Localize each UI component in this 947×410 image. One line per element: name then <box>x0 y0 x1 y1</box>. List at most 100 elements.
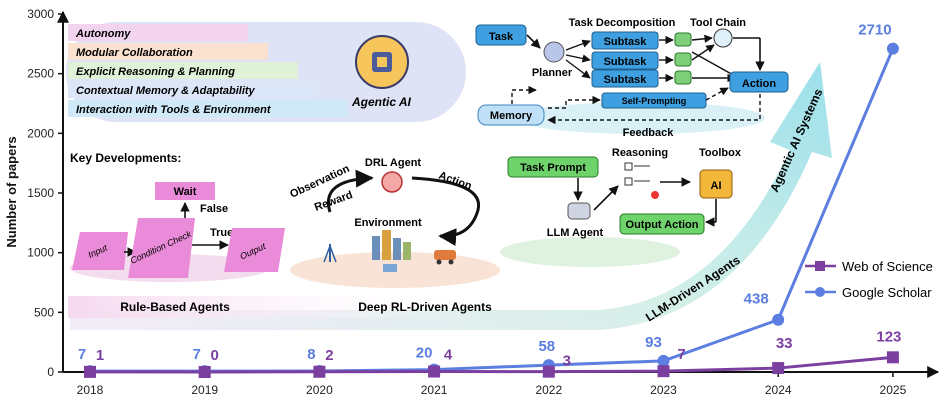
agentic-head-icon <box>355 35 409 89</box>
point-web-of-science <box>84 365 96 378</box>
llm-flow: Task Prompt LLM Agent Reasoning Toolbox … <box>507 147 743 324</box>
label-google-scholar: 58 <box>538 338 555 355</box>
svg-text:Subtask: Subtask <box>604 74 648 86</box>
rule-based-flow: Wait False Input Condition Check True Ou… <box>72 182 285 314</box>
self-prompting-box <box>601 92 707 109</box>
x-tick-label: 2018 <box>77 383 104 397</box>
svg-text:Wait: Wait <box>174 186 197 198</box>
label-google-scholar: 8 <box>307 346 315 363</box>
feature-modular: Modular Collaboration <box>76 47 193 59</box>
label-web-of-science: 2 <box>325 347 333 364</box>
rule-era-label: Rule-Based Agents <box>120 300 230 314</box>
label-web-of-science: 33 <box>776 335 793 352</box>
agentic-ellipse <box>515 102 765 134</box>
legend-gs-label: Google Scholar <box>842 285 932 300</box>
subtask-box-2 <box>591 51 659 70</box>
memory-box <box>477 104 545 126</box>
task-box <box>475 24 527 46</box>
x-tick-label: 2025 <box>880 383 907 397</box>
agentic-features: Autonomy Modular Collaboration Explicit … <box>66 22 466 122</box>
point-web-of-science <box>542 365 555 378</box>
svg-text:Environment: Environment <box>354 217 422 229</box>
label-web-of-science: 3 <box>563 353 571 370</box>
x-tick-label: 2021 <box>421 383 448 397</box>
point-google-scholar <box>886 42 899 55</box>
svg-text:Reasoning: Reasoning <box>612 147 668 159</box>
point-web-of-science <box>886 351 899 364</box>
llm-ellipse <box>500 237 680 267</box>
svg-text:Tool Chain: Tool Chain <box>690 17 746 29</box>
label-google-scholar: 20 <box>416 345 433 362</box>
svg-text:Task: Task <box>489 31 514 43</box>
input-box <box>72 232 128 270</box>
rule-era-band <box>68 296 488 318</box>
label-google-scholar: 7 <box>193 346 201 363</box>
output-action-box <box>619 213 705 235</box>
llm-robot-icon <box>567 202 591 220</box>
svg-text:Subtask: Subtask <box>604 56 648 68</box>
point-web-of-science <box>428 365 441 378</box>
planner-icon <box>543 41 565 63</box>
x-tick-label: 2024 <box>765 383 792 397</box>
wait-box <box>155 182 215 200</box>
svg-text:LLM Agent: LLM Agent <box>547 227 604 239</box>
y-axis-label: Number of papers <box>4 136 19 247</box>
x-tick-label: 2022 <box>535 383 562 397</box>
y-tick-label: 1000 <box>27 246 54 260</box>
svg-text:Self-Prompting: Self-Prompting <box>622 96 687 106</box>
city-icon <box>372 230 411 260</box>
drl-era-label: Deep RL-Driven Agents <box>358 300 492 314</box>
point-google-scholar <box>657 354 670 367</box>
svg-text:Action: Action <box>742 78 777 90</box>
svg-text:DRL Agent: DRL Agent <box>365 157 422 169</box>
svg-text:False: False <box>200 203 228 215</box>
svg-text:Task Decomposition: Task Decomposition <box>569 17 676 29</box>
agentic-ai-label: Agentic AI <box>351 95 412 109</box>
tool-chain-icon <box>713 28 733 48</box>
feature-tools: Interaction with Tools & Environment <box>76 104 272 116</box>
label-web-of-science: 7 <box>677 346 685 363</box>
label-google-scholar: 93 <box>645 334 662 351</box>
svg-text:Planner: Planner <box>532 67 573 79</box>
condition-box <box>128 218 195 278</box>
feature-reasoning: Explicit Reasoning & Planning <box>76 66 235 78</box>
y-tick-label: 0 <box>47 365 54 379</box>
legend-gs-marker <box>815 287 825 297</box>
legend-wos-label: Web of Science <box>842 259 933 274</box>
toolbox-icon <box>699 169 733 199</box>
output-box <box>224 228 285 272</box>
key-developments: Key Developments: <box>70 151 181 165</box>
drl-agent-icon <box>381 171 403 193</box>
svg-text:Task Prompt: Task Prompt <box>520 162 586 174</box>
tower-icon <box>323 243 337 263</box>
label-web-of-science: 1 <box>96 347 104 364</box>
point-google-scholar <box>772 313 785 326</box>
legend: Web of Science Google Scholar <box>805 259 933 300</box>
laptop-icon <box>383 264 397 272</box>
svg-text:Memory: Memory <box>490 110 533 122</box>
point-web-of-science <box>198 366 211 378</box>
drl-flow: DRL Agent Observation Reward Action Envi… <box>288 157 492 314</box>
action-box <box>729 71 789 93</box>
reasoning-icon <box>624 162 659 199</box>
svg-text:Output Action: Output Action <box>626 219 699 231</box>
svg-text:Action: Action <box>437 170 474 193</box>
series-line-web-of-science <box>89 355 894 374</box>
task-prompt-box <box>507 156 599 178</box>
svg-text:Reward: Reward <box>313 189 354 214</box>
point-web-of-science <box>772 362 785 375</box>
x-tick-label: 2023 <box>650 383 677 397</box>
point-web-of-science <box>657 365 670 378</box>
y-tick-label: 3000 <box>27 7 54 21</box>
x-tick-label: 2020 <box>306 383 333 397</box>
x-tick-label: 2019 <box>191 383 218 397</box>
legend-wos-marker <box>815 261 825 271</box>
label-google-scholar: 438 <box>744 291 769 308</box>
feature-memory: Contextual Memory & Adaptability <box>76 85 256 97</box>
label-web-of-science: 123 <box>876 328 901 345</box>
svg-text:AI: AI <box>711 180 722 192</box>
subtask-box-1 <box>591 31 659 50</box>
